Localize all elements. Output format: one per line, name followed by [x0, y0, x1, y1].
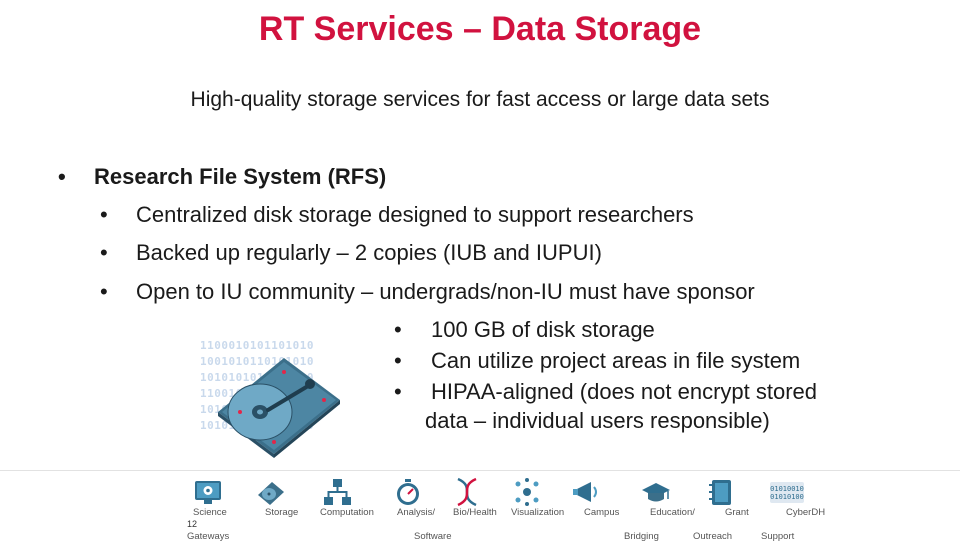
- binary-icon-text: 01010010: [770, 485, 804, 493]
- footer-nav-visualization[interactable]: Visualization: [511, 507, 565, 518]
- binary-line: 1100010101101010: [200, 339, 314, 352]
- dna-icon[interactable]: [452, 477, 482, 507]
- footer-nav-grant[interactable]: Grant: [725, 507, 749, 518]
- hard-drive-icon: [218, 358, 340, 458]
- detail-bullet-text: HIPAA-aligned (does not encrypt stored: [431, 379, 818, 404]
- monitor-gear-icon[interactable]: [193, 477, 223, 507]
- footer-nav-cyberdh[interactable]: CyberDH: [786, 507, 826, 518]
- footer-divider: [0, 470, 960, 471]
- footer-nav-sub-support: Support: [761, 531, 795, 542]
- graduation-cap-icon[interactable]: [641, 477, 671, 507]
- molecule-icon[interactable]: [512, 477, 542, 507]
- network-nodes-icon[interactable]: [322, 477, 352, 507]
- footer-nav-sub-gateways: Gateways: [187, 531, 230, 542]
- megaphone-icon[interactable]: [571, 477, 601, 507]
- footer-nav-campus[interactable]: Campus: [584, 507, 620, 518]
- footer-nav-analysis[interactable]: Analysis/: [397, 507, 436, 518]
- sub-bullet-text: Centralized disk storage designed to sup…: [136, 202, 694, 227]
- bullet-dot: •: [100, 279, 108, 304]
- slide-subtitle: High-quality storage services for fast a…: [190, 88, 770, 111]
- binary-book-icon[interactable]: 01010010 01010100: [768, 477, 806, 507]
- footer-nav-sub-bridging: Bridging: [624, 531, 659, 542]
- bullet-dot: •: [58, 164, 66, 189]
- bullet-dot: •: [394, 379, 402, 404]
- footer-nav-storage[interactable]: Storage: [265, 507, 299, 518]
- main-bullet-text: Research File System (RFS): [94, 164, 387, 189]
- binary-icon-text: 01010100: [770, 493, 804, 501]
- footer-nav-bio-health[interactable]: Bio/Health: [453, 507, 497, 518]
- footer-nav-education[interactable]: Education/: [650, 507, 695, 518]
- footer-nav-computation[interactable]: Computation: [320, 507, 374, 518]
- footer-nav-science[interactable]: Science: [193, 507, 227, 518]
- bullet-dot: •: [394, 317, 402, 342]
- detail-bullet-text: Can utilize project areas in file system: [431, 348, 801, 373]
- footer-nav-sub-outreach: Outreach: [693, 531, 733, 542]
- stopwatch-icon[interactable]: [393, 477, 423, 507]
- detail-bullet-text: 100 GB of disk storage: [431, 317, 655, 342]
- page-number: 12: [187, 519, 198, 529]
- detail-bullet-continuation: data – individual users responsible): [425, 408, 770, 433]
- slide-title: RT Services – Data Storage: [258, 10, 702, 48]
- notebook-icon[interactable]: [706, 477, 736, 507]
- hard-drive-icon[interactable]: [256, 477, 286, 507]
- footer-nav-sub-software: Software: [414, 531, 452, 542]
- sub-bullet-text: Backed up regularly – 2 copies (IUB and …: [136, 240, 602, 265]
- sub-bullet-text: Open to IU community – undergrads/non-IU…: [136, 279, 755, 304]
- bullet-dot: •: [394, 348, 402, 373]
- bullet-dot: •: [100, 202, 108, 227]
- bullet-dot: •: [100, 240, 108, 265]
